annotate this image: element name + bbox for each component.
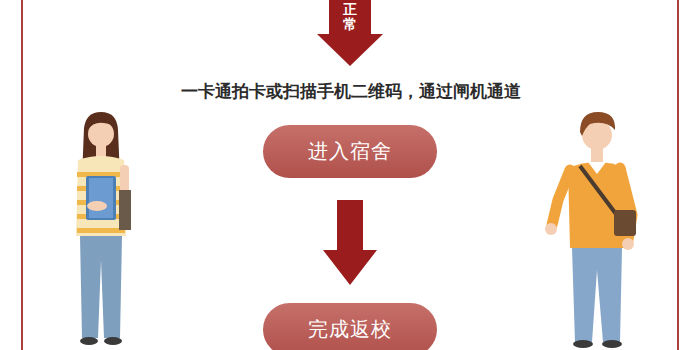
boy-figure — [545, 112, 636, 348]
node-text: 进入宿舍 — [308, 138, 392, 165]
arrow-label: 正常 — [343, 2, 357, 33]
girl-figure — [76, 112, 131, 345]
process-pill: 进入宿舍 — [263, 125, 437, 178]
instruction-text: 一卡通拍卡或扫描手机二维码，通过闸机通道 — [181, 80, 521, 103]
frame-line — [677, 0, 679, 350]
process-pill: 完成返校 — [263, 303, 437, 350]
node-text: 完成返校 — [308, 316, 392, 343]
frame-line — [21, 0, 23, 350]
top-arrow — [317, 0, 383, 66]
flow-arrow — [323, 200, 377, 285]
